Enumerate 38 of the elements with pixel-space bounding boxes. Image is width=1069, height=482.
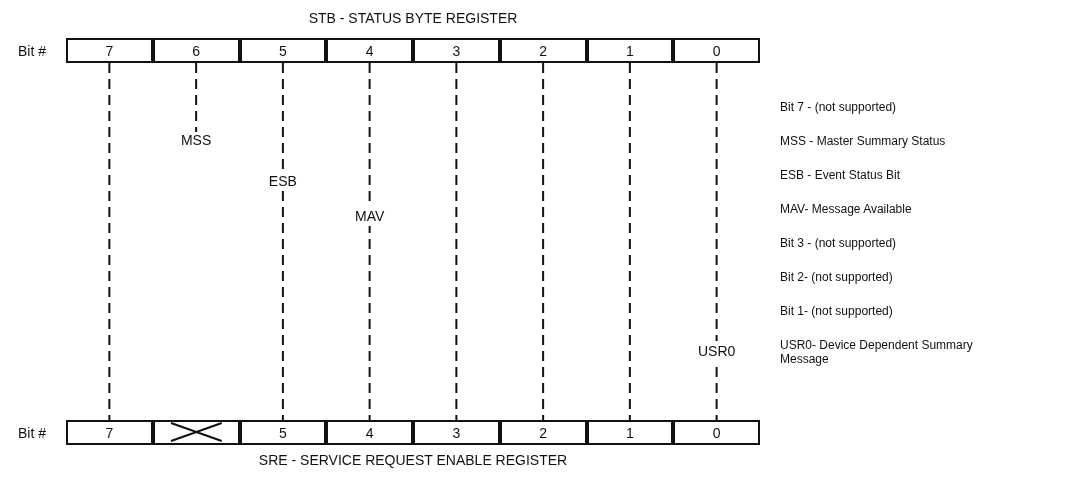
bit-description: Bit 2- (not supported) [780, 270, 893, 284]
register-cell: 1 [586, 420, 674, 445]
register-cell: 7 [66, 38, 153, 63]
dashed-line [628, 62, 631, 421]
register-cell: 4 [326, 38, 413, 63]
register-cell: 0 [673, 38, 760, 63]
register-cell: 5 [239, 38, 327, 63]
register-title: STB - STATUS BYTE REGISTER [307, 10, 519, 26]
dashed-line [455, 62, 458, 421]
bit-description: ESB - Event Status Bit [780, 168, 901, 182]
register-cell: 2 [499, 420, 587, 445]
register-cell: 0 [673, 420, 760, 445]
bit-description: USR0- Device Dependent Summary Message [780, 338, 974, 366]
dashed-line [715, 62, 718, 421]
dashed-line [281, 62, 284, 421]
register-cell: 7 [66, 420, 153, 445]
dashed-line [195, 62, 198, 133]
edge-label: USR0 [696, 341, 737, 361]
register-cell: 4 [326, 420, 413, 445]
bit-description: MSS - Master Summary Status [780, 134, 946, 148]
register-title: SRE - SERVICE REQUEST ENABLE REGISTER [257, 452, 569, 468]
dashed-line [368, 62, 371, 421]
register-cell: 3 [413, 38, 500, 63]
register-cell: 1 [586, 38, 674, 63]
dashed-line [542, 62, 545, 421]
row-label: Bit # [18, 43, 46, 59]
row-label: Bit # [18, 425, 46, 441]
crossed-out-cell [152, 420, 240, 445]
register-cell: 5 [239, 420, 327, 445]
bit-name: MSS [178, 132, 215, 148]
bit-description: Bit 7 - (not supported) [780, 100, 897, 114]
bit-description: MAV- Message Available [780, 202, 912, 216]
register-cell: 3 [413, 420, 500, 445]
bit-description: Bit 3 - (not supported) [780, 236, 897, 250]
register-cell: 2 [499, 38, 587, 63]
dashed-line [108, 62, 111, 421]
bit-description: Bit 1- (not supported) [780, 304, 893, 318]
register-cell: 6 [152, 38, 240, 63]
